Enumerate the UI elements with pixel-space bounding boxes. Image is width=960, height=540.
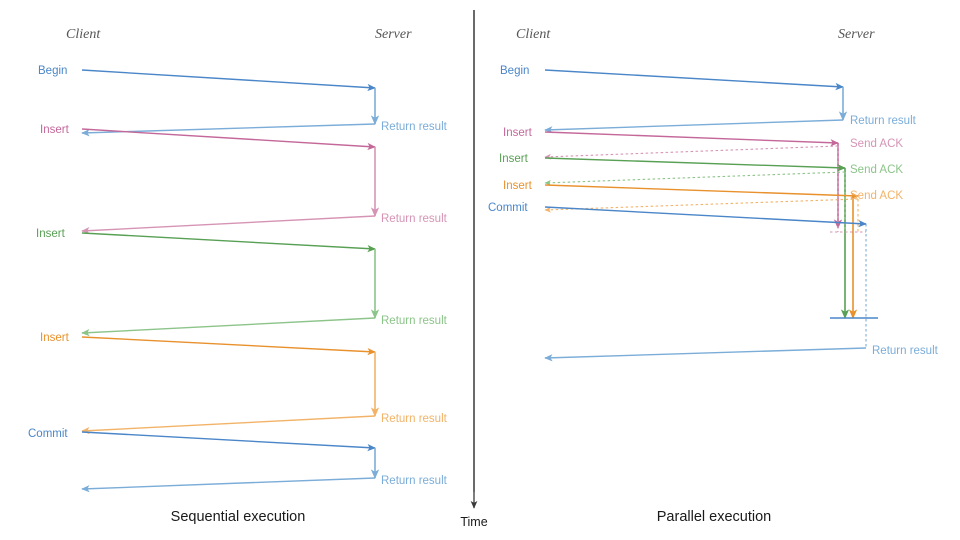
insert-2-return-result-arrow: [81, 317, 376, 337]
insert-3-return-result-label: Return result: [381, 413, 448, 425]
insert-3-send-ack-label: Send ACK: [850, 190, 903, 202]
insert-1-request-arrow: [544, 131, 839, 147]
begin-return-result-arrow: [544, 119, 844, 134]
insert-3-request-label: Insert: [503, 180, 533, 192]
begin-request-arrow: [544, 69, 844, 91]
insert-2-request-label: Insert: [36, 228, 66, 240]
commit-return-result-arrow: [81, 477, 376, 493]
begin-request-arrow: [81, 69, 376, 92]
panel-caption-parallel: Parallel execution: [657, 509, 771, 525]
time-axis-label: Time: [460, 515, 487, 529]
commit-return-result-label: Return result: [872, 345, 939, 357]
insert-1-return-result-arrow: [81, 215, 376, 235]
insert-3-request-label: Insert: [40, 332, 70, 344]
lane-title-server: Server: [375, 27, 412, 42]
insert-1-request-label: Insert: [503, 127, 533, 139]
commit-request-label: Commit: [488, 202, 528, 214]
lane-title-client: Client: [66, 27, 101, 42]
insert-2-request-arrow: [544, 157, 846, 172]
lane-title-client: Client: [516, 27, 551, 42]
panel-divider-layer: Time: [460, 10, 488, 529]
insert-2-return-result-label: Return result: [381, 315, 448, 327]
commit-return-result-arrow: [544, 347, 867, 362]
commit-return-result-label: Return result: [381, 475, 448, 487]
insert-1-return-result-label: Return result: [381, 213, 448, 225]
insert-1-send-ack-label: Send ACK: [850, 138, 903, 150]
insert-2-send-ack-arrow: [544, 171, 846, 186]
panel-caption-sequential: Sequential execution: [171, 509, 306, 525]
lane-title-server: Server: [838, 27, 875, 42]
begin-request-label: Begin: [500, 65, 529, 77]
insert-1-request-arrow: [81, 128, 376, 151]
insert-3-send-ack-arrow: [544, 198, 859, 213]
begin-request-label: Begin: [38, 65, 67, 77]
commit-request-arrow: [544, 206, 867, 228]
insert-3-request-arrow: [544, 184, 859, 200]
insert-3-request-arrow: [81, 336, 376, 356]
insert-2-request-arrow: [81, 232, 376, 253]
insert-1-request-label: Insert: [40, 124, 70, 136]
insert-2-send-ack-label: Send ACK: [850, 164, 903, 176]
commit-request-label: Commit: [28, 428, 68, 440]
commit-request-arrow: [81, 431, 376, 452]
begin-return-result-label: Return result: [381, 121, 448, 133]
insert-3-return-result-arrow: [81, 415, 376, 435]
insert-1-send-ack-arrow: [544, 145, 839, 160]
insert-2-request-label: Insert: [499, 153, 529, 165]
begin-return-result-label: Return result: [850, 115, 917, 127]
